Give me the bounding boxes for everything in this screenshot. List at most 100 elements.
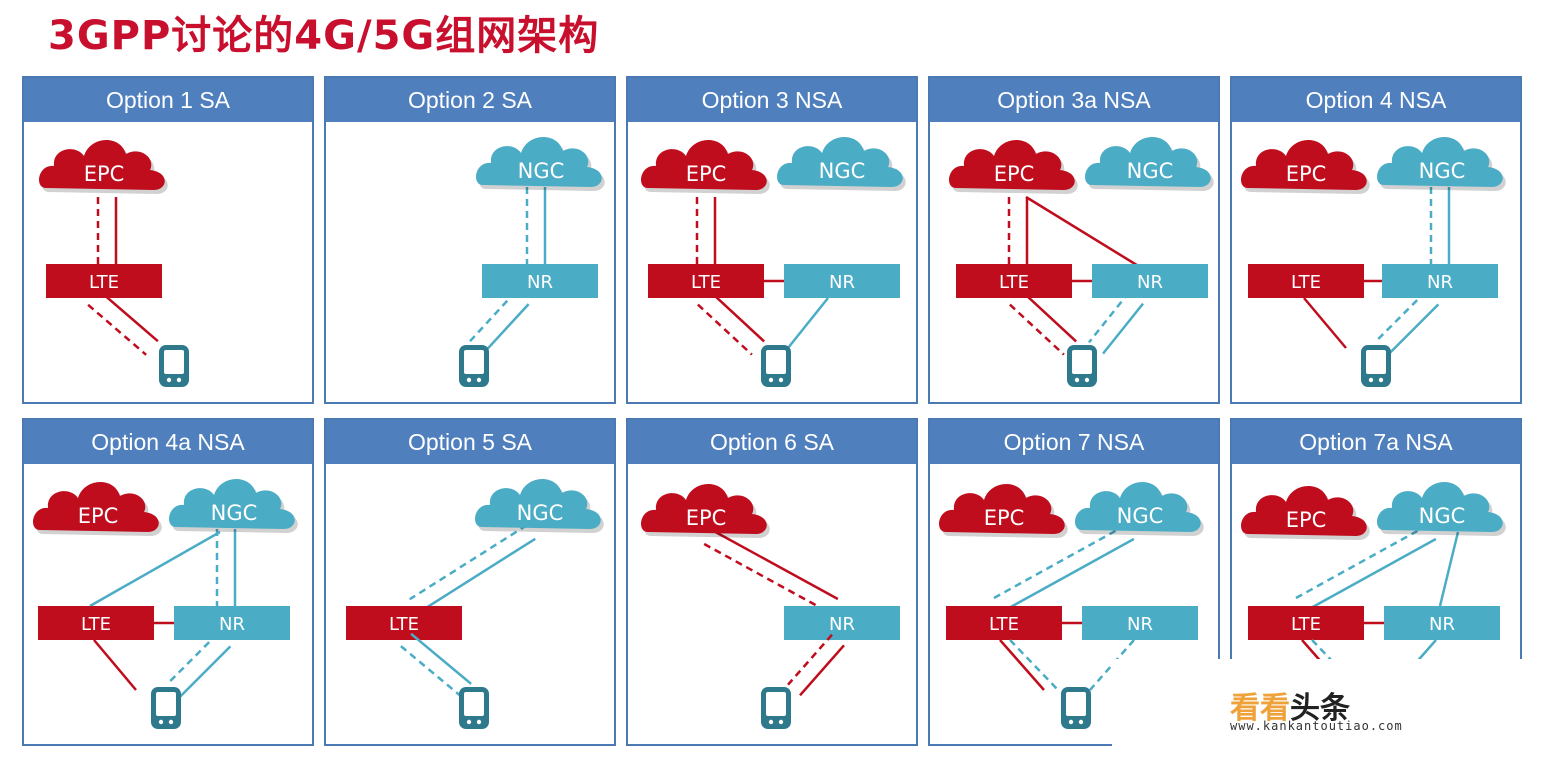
watermark-url: www.kankantoutiao.com: [1230, 719, 1403, 733]
phone-icon: [761, 345, 791, 387]
user-plane-line: [1102, 302, 1145, 355]
nr-box: NR: [1082, 606, 1198, 640]
nr-box: NR: [784, 264, 900, 298]
option-title: Option 1 SA: [24, 78, 312, 122]
epc-cloud: EPC: [39, 139, 168, 194]
option-title: Option 4 NSA: [1232, 78, 1520, 122]
nr-ue-line: [787, 297, 829, 349]
phone-icon: [459, 687, 489, 729]
control-plane-line: [1009, 303, 1065, 356]
user-plane-line: [999, 537, 1135, 615]
option-panel-opt3: Option 3 NSA LTE NR EPC NGC: [626, 76, 918, 404]
control-plane-line: [409, 524, 528, 601]
lte-box-label: LTE: [1291, 614, 1321, 635]
option-panel-opt5: Option 5 SA LTE NGC: [324, 418, 616, 746]
option-title: Option 5 SA: [326, 420, 614, 464]
epc-cloud: EPC: [33, 481, 162, 536]
nr-box-label: NR: [829, 614, 855, 635]
lte-ue-line: [93, 639, 137, 691]
epc-cloud-label: EPC: [994, 162, 1035, 186]
watermark-logo: 看看头条: [1230, 691, 1350, 726]
ngc-cloud: NGC: [777, 136, 906, 191]
epc-cloud-label: EPC: [984, 506, 1025, 530]
lte-box: LTE: [648, 264, 764, 298]
nr-box: NR: [1382, 264, 1498, 298]
epc-cloud: EPC: [641, 483, 770, 538]
option-title: Option 7 NSA: [930, 420, 1218, 464]
ngc-cloud-label: NGC: [518, 159, 565, 183]
epc-cloud: EPC: [641, 139, 770, 194]
nr-box-label: NR: [1137, 272, 1163, 293]
watermark: 看看头条 www.kankantoutiao.com: [1112, 659, 1555, 759]
phone-icon: [1061, 687, 1091, 729]
user-plane-line: [711, 528, 839, 601]
epc-cloud-label: EPC: [1286, 508, 1327, 532]
ngc-cloud-label: NGC: [819, 159, 866, 183]
ngc-cloud-label: NGC: [517, 501, 564, 525]
ngc-cloud-label: NGC: [1127, 159, 1174, 183]
lte-box-label: LTE: [81, 614, 111, 635]
lte-ue-ctrl-line: [1009, 639, 1059, 691]
control-plane-line: [1087, 291, 1130, 344]
lte-box: LTE: [38, 606, 154, 640]
ngc-cloud: NGC: [169, 478, 298, 533]
ngc-cloud-label: NGC: [1419, 504, 1466, 528]
option-title: Option 3a NSA: [930, 78, 1218, 122]
control-plane-line: [703, 542, 831, 615]
ngc-cloud: NGC: [1377, 481, 1506, 536]
control-plane-line: [697, 303, 753, 356]
lte-box-label: LTE: [1291, 272, 1321, 293]
phone-icon: [1067, 345, 1097, 387]
phone-icon: [459, 345, 489, 387]
core-nr-line: [1025, 195, 1141, 269]
ngc-cloud: NGC: [475, 478, 604, 533]
control-plane-line: [1293, 523, 1429, 601]
ngc-cloud-label: NGC: [211, 501, 258, 525]
option-panel-opt4: Option 4 NSA LTE NR EPC NGC: [1230, 76, 1522, 404]
epc-cloud: EPC: [1241, 139, 1370, 194]
nr-box-label: NR: [1429, 614, 1455, 635]
control-plane-line: [400, 645, 462, 698]
user-plane-line: [179, 645, 232, 698]
nr-box: NR: [1384, 606, 1500, 640]
core-nr-line: [1438, 531, 1460, 607]
phone-icon: [159, 345, 189, 387]
user-plane-line: [799, 644, 845, 697]
nr-box: NR: [482, 264, 598, 298]
lte-box-label: LTE: [989, 614, 1019, 635]
lte-ue-line: [999, 639, 1045, 691]
user-plane-line: [1387, 303, 1440, 356]
lte-box-label: LTE: [389, 614, 419, 635]
ngc-cloud-label: NGC: [1419, 159, 1466, 183]
option-title: Option 7a NSA: [1232, 420, 1520, 464]
lte-box-label: LTE: [691, 272, 721, 293]
lte-ue-line: [1303, 297, 1347, 349]
epc-cloud-label: EPC: [686, 162, 727, 186]
epc-cloud: EPC: [949, 139, 1078, 194]
ngc-cloud-label: NGC: [1117, 504, 1164, 528]
nr-box-label: NR: [1427, 272, 1453, 293]
control-plane-line: [87, 303, 147, 356]
ngc-cloud: NGC: [1085, 136, 1214, 191]
option-title: Option 3 NSA: [628, 78, 916, 122]
user-plane-line: [99, 290, 159, 343]
epc-cloud: EPC: [1241, 485, 1370, 540]
option-title: Option 6 SA: [628, 420, 916, 464]
nr-box: NR: [784, 606, 900, 640]
nr-box: NR: [174, 606, 290, 640]
lte-box: LTE: [1248, 606, 1364, 640]
epc-cloud-label: EPC: [78, 504, 119, 528]
user-plane-line: [410, 632, 472, 685]
phone-icon: [1361, 345, 1391, 387]
control-plane-line: [468, 291, 517, 343]
nr-box-label: NR: [219, 614, 245, 635]
user-plane-line: [709, 290, 765, 343]
ngc-cloud: NGC: [1377, 136, 1506, 191]
nr-box-label: NR: [829, 272, 855, 293]
option-panel-opt6: Option 6 SA NR EPC: [626, 418, 918, 746]
user-plane-line: [481, 303, 530, 355]
